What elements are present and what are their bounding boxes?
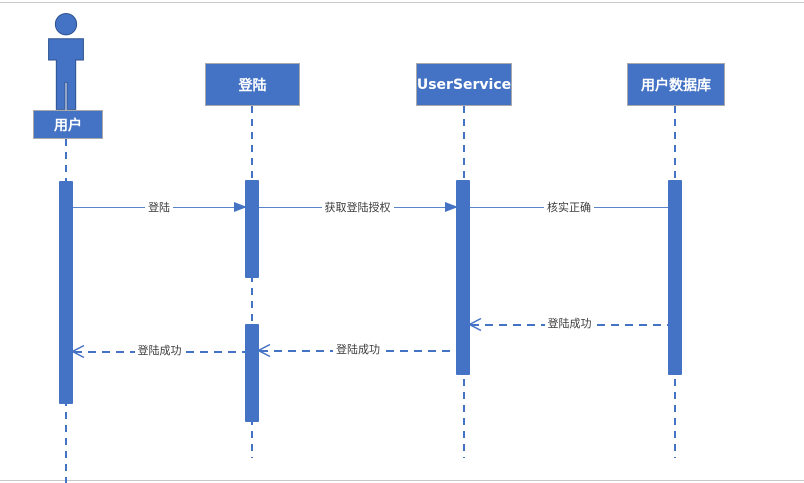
activation-bar-login-1	[245, 180, 259, 278]
message-success-login-label: 登陆成功	[134, 344, 185, 358]
message-success-service: 登陆成功	[257, 343, 456, 358]
message-success-db: 登陆成功	[468, 317, 668, 332]
open-arrowhead-icon	[71, 344, 85, 359]
lifeline-header-database-label: 用户数据库	[641, 77, 711, 94]
lifeline-header-userservice-label: UserService	[416, 76, 512, 93]
bottom-frame-line	[0, 480, 804, 481]
message-success-db-label: 登陆成功	[544, 317, 595, 331]
message-success-login: 登陆成功	[71, 344, 245, 359]
activation-bar-user	[59, 181, 73, 404]
lifeline-header-login: 登陆	[205, 63, 300, 106]
actor-label-box: 用户	[33, 110, 103, 139]
message-get-auth: 获取登陆授权	[259, 201, 458, 215]
message-success-service-label: 登陆成功	[333, 343, 383, 357]
message-get-auth-label: 获取登陆授权	[321, 201, 394, 215]
top-frame-line	[0, 2, 804, 3]
open-arrowhead-icon	[257, 343, 271, 358]
message-login-label: 登陆	[145, 201, 173, 215]
filled-arrowhead-icon	[234, 201, 247, 212]
actor-person-icon	[48, 13, 84, 110]
lifeline-header-database: 用户数据库	[627, 63, 725, 106]
lifeline-header-login-label: 登陆	[238, 77, 267, 94]
activation-bar-database	[668, 180, 682, 375]
actor-label: 用户	[54, 117, 82, 134]
filled-arrowhead-icon	[445, 201, 458, 212]
activation-bar-userservice	[456, 180, 470, 375]
lifeline-login	[251, 106, 253, 458]
open-arrowhead-icon	[468, 317, 482, 332]
activation-bar-login-2	[245, 324, 259, 422]
lifeline-header-userservice: UserService	[416, 63, 512, 106]
message-verify: 核实正确	[470, 201, 668, 215]
message-verify-label: 核实正确	[544, 201, 594, 215]
message-login: 登陆	[73, 201, 247, 215]
